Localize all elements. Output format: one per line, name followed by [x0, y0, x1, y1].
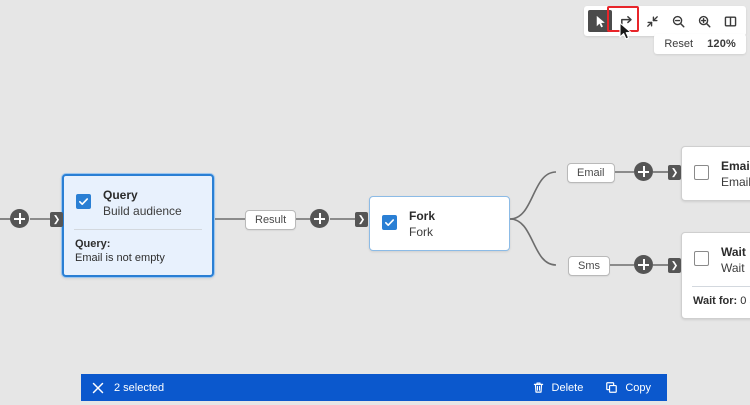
flow-node-query[interactable]: Query Build audience Query: Email is not…	[62, 174, 214, 277]
trash-icon	[533, 382, 543, 393]
connector-arrow-email-in[interactable]: ❯	[668, 165, 681, 180]
close-icon	[92, 382, 104, 393]
node-detail-value: Email is not empty	[75, 252, 165, 264]
node-detail: Wait for: 0 secon	[682, 287, 750, 318]
node-detail-key: Query:	[75, 238, 111, 250]
zoom-level-value: 120%	[707, 38, 736, 50]
copy-icon	[606, 382, 618, 393]
connector-arrow-wait-in[interactable]: ❯	[668, 258, 681, 273]
node-checkbox-query[interactable]	[76, 194, 91, 209]
selection-count-label: 2 selected	[114, 381, 165, 394]
add-node-button-email-branch[interactable]	[634, 162, 653, 181]
node-divider	[74, 229, 202, 230]
zoom-out-tool-button[interactable]	[666, 10, 690, 32]
node-detail-key: Wait for:	[693, 295, 738, 307]
select-tool-button[interactable]	[588, 10, 612, 32]
node-subtitle: Wait	[721, 261, 745, 275]
copy-action-button[interactable]: Copy	[605, 381, 651, 394]
action-bar-left: 2 selected	[81, 382, 164, 394]
node-detail: Query: Email is not empty	[64, 230, 212, 275]
collapse-arrows-icon	[646, 15, 658, 27]
zoom-in-icon	[698, 15, 710, 27]
node-title: Email	[721, 159, 750, 173]
edge-label-sms[interactable]: Sms	[568, 256, 610, 276]
node-title-group: Wait Wait	[721, 245, 746, 276]
edge-label-email[interactable]: Email	[567, 163, 615, 183]
fit-to-screen-tool-button[interactable]	[640, 10, 664, 32]
node-divider	[692, 286, 750, 287]
reset-zoom-button[interactable]: Reset	[664, 38, 694, 50]
copy-action-label: Copy	[625, 381, 651, 394]
node-title: Fork	[409, 209, 436, 223]
node-subtitle: Fork	[409, 225, 433, 239]
connector-arrow-query-in[interactable]: ❯	[50, 212, 63, 227]
flow-node-fork[interactable]: Fork Fork	[369, 196, 510, 251]
node-title: Wait	[721, 245, 746, 259]
toggle-panel-tool-button[interactable]	[718, 10, 742, 32]
node-title-group: Email Email	[721, 159, 750, 190]
arrow-corner-icon	[620, 15, 632, 27]
add-node-button-after-query[interactable]	[310, 209, 329, 228]
flow-node-email[interactable]: Email Email	[681, 146, 750, 201]
node-checkbox-email[interactable]	[694, 165, 709, 180]
edge-label-result[interactable]: Result	[245, 210, 297, 230]
selection-action-bar: 2 selected Delete Copy	[81, 374, 667, 401]
canvas-toolbar[interactable]	[584, 6, 746, 36]
split-panel-icon	[724, 15, 736, 27]
node-header: Fork Fork	[370, 197, 509, 250]
add-node-button-start[interactable]	[10, 209, 29, 228]
node-detail-value: 0 secon	[740, 295, 750, 307]
node-title-group: Fork Fork	[409, 209, 435, 240]
node-subtitle: Build audience	[103, 204, 182, 218]
node-checkbox-fork[interactable]	[382, 215, 397, 230]
zoom-out-icon	[672, 15, 684, 27]
flow-node-wait[interactable]: Wait Wait Wait for: 0 secon	[681, 232, 750, 319]
close-selection-button[interactable]	[92, 382, 104, 394]
delete-action-label: Delete	[551, 381, 584, 394]
zoom-in-tool-button[interactable]	[692, 10, 716, 32]
add-node-button-sms-branch[interactable]	[634, 255, 653, 274]
node-title-group: Query Build audience	[103, 188, 182, 219]
auto-layout-tool-button[interactable]	[614, 10, 638, 32]
node-header: Email Email	[682, 147, 750, 200]
delete-action-button[interactable]: Delete	[532, 381, 584, 394]
node-header: Query Build audience	[64, 176, 212, 229]
node-checkbox-wait[interactable]	[694, 251, 709, 266]
zoom-readout-panel[interactable]: Reset 120%	[654, 34, 746, 54]
node-subtitle: Email	[721, 175, 750, 189]
connector-arrow-fork-in[interactable]: ❯	[355, 212, 368, 227]
cursor-pointer-icon	[596, 15, 605, 27]
node-title: Query	[103, 188, 138, 202]
node-header: Wait Wait	[682, 233, 750, 286]
action-bar-right: Delete Copy	[532, 381, 667, 394]
